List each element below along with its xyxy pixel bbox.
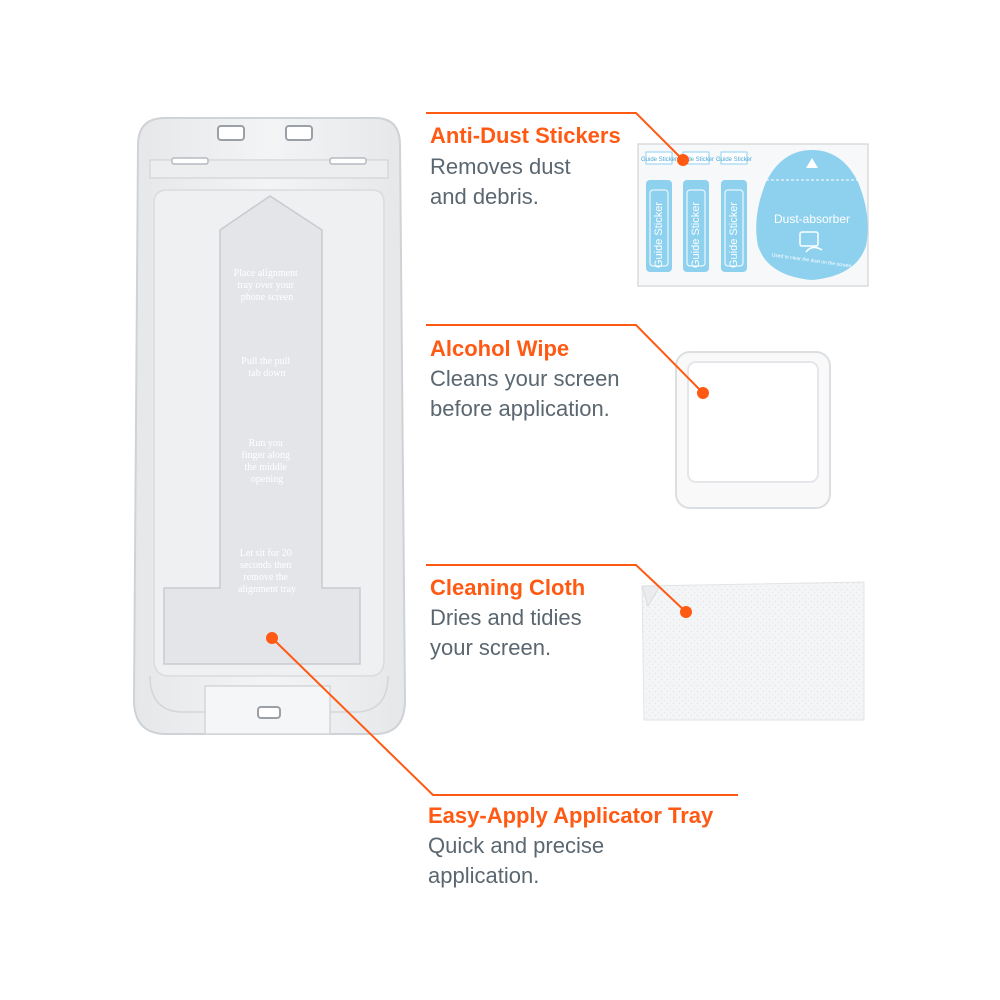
- tray-step-4: Let sit for 20 seconds then remove the a…: [238, 548, 296, 595]
- cloth-sheet: [641, 581, 865, 721]
- leader-cleaning-cloth: [426, 564, 687, 613]
- svg-text:Guide Sticker: Guide Sticker: [653, 202, 665, 268]
- svg-text:Guide Sticker: Guide Sticker: [728, 202, 740, 268]
- dust-absorber-sticker: Dust-absorber Used to clear the dust on …: [756, 150, 868, 280]
- callout-title-alcohol-wipe: Alcohol Wipe: [430, 336, 570, 361]
- callout-desc-alcohol-wipe: Cleans your screen before application.: [430, 364, 620, 424]
- tray-instructions: Place alignment tray over your phone scr…: [234, 268, 301, 595]
- alcohol-wipe: [675, 351, 831, 509]
- svg-text:Guide Sticker: Guide Sticker: [678, 157, 714, 163]
- tray-step-2: Pull the pull tab down: [241, 356, 292, 379]
- dot-alcohol-wipe: [697, 387, 709, 399]
- leader-anti-dust: [426, 112, 684, 161]
- tray-bottom-slot: [257, 706, 281, 719]
- leader-applicator-tray: [271, 637, 738, 796]
- tray-side-tab-right: [329, 157, 367, 165]
- svg-text:Guide Sticker: Guide Sticker: [690, 202, 702, 268]
- tray-step-1: Place alignment tray over your phone scr…: [234, 268, 301, 303]
- applicator-tray: Place alignment tray over your phone scr…: [132, 117, 407, 735]
- tray-bottom-corner-right: [330, 675, 389, 713]
- tray-side-tab-left: [171, 157, 209, 165]
- svg-text:Guide Sticker: Guide Sticker: [641, 157, 677, 163]
- leader-alcohol-wipe: [426, 324, 704, 394]
- guide-sticker-2: Guide Sticker Guide Sticker: [678, 151, 714, 272]
- callout-dots: [266, 154, 709, 644]
- wipe-packet-inner: [687, 361, 819, 483]
- dot-applicator-tray: [266, 632, 278, 644]
- tray-pull-tab: [163, 195, 361, 665]
- callout-desc-line: and debris.: [430, 184, 539, 209]
- dot-anti-dust: [677, 154, 689, 166]
- tray-top-ledge: [149, 159, 389, 179]
- cloth-corner-fold: [641, 585, 661, 608]
- callout-lines: [271, 112, 738, 796]
- triangle-icon: [806, 158, 818, 168]
- callout-desc-anti-dust: Removes dust and debris.: [430, 152, 571, 212]
- svg-text:Dust-absorber: Dust-absorber: [774, 212, 850, 226]
- svg-text:Guide Sticker: Guide Sticker: [716, 157, 752, 163]
- callout-desc-line: before application.: [430, 396, 610, 421]
- callout-desc-line: Cleans your screen: [430, 366, 620, 391]
- hand-cleaning-icon: [799, 231, 823, 253]
- tray-step-3: Run you finger along the middle opening: [241, 438, 292, 485]
- anti-dust-sticker-sheet: Guide Sticker Guide Sticker Guide Sticke…: [637, 143, 869, 287]
- cleaning-cloth: [641, 581, 865, 721]
- callout-title-cleaning-cloth: Cleaning Cloth: [430, 575, 586, 600]
- callout-title-applicator-tray: Easy-Apply Applicator Tray: [428, 803, 714, 828]
- callout-desc-line: Dries and tidies: [430, 605, 582, 630]
- callout-desc-cleaning-cloth: Dries and tidies your screen.: [430, 603, 582, 663]
- callout-desc-line: application.: [428, 863, 540, 888]
- guide-sticker-1: Guide Sticker Guide Sticker: [641, 151, 677, 272]
- dot-cleaning-cloth: [680, 606, 692, 618]
- callout-desc-line: your screen.: [430, 635, 552, 660]
- callout-desc-line: Removes dust: [430, 154, 571, 179]
- callout-desc-applicator-tray: Quick and precise application.: [428, 831, 604, 891]
- callout-title-anti-dust: Anti-Dust Stickers: [430, 123, 621, 148]
- tray-top-slot-right: [285, 125, 313, 141]
- callout-desc-line: Quick and precise: [428, 833, 605, 858]
- guide-sticker-3: Guide Sticker Guide Sticker: [716, 151, 752, 272]
- tray-top-slot-left: [217, 125, 245, 141]
- tray-bottom-corner-left: [149, 675, 205, 713]
